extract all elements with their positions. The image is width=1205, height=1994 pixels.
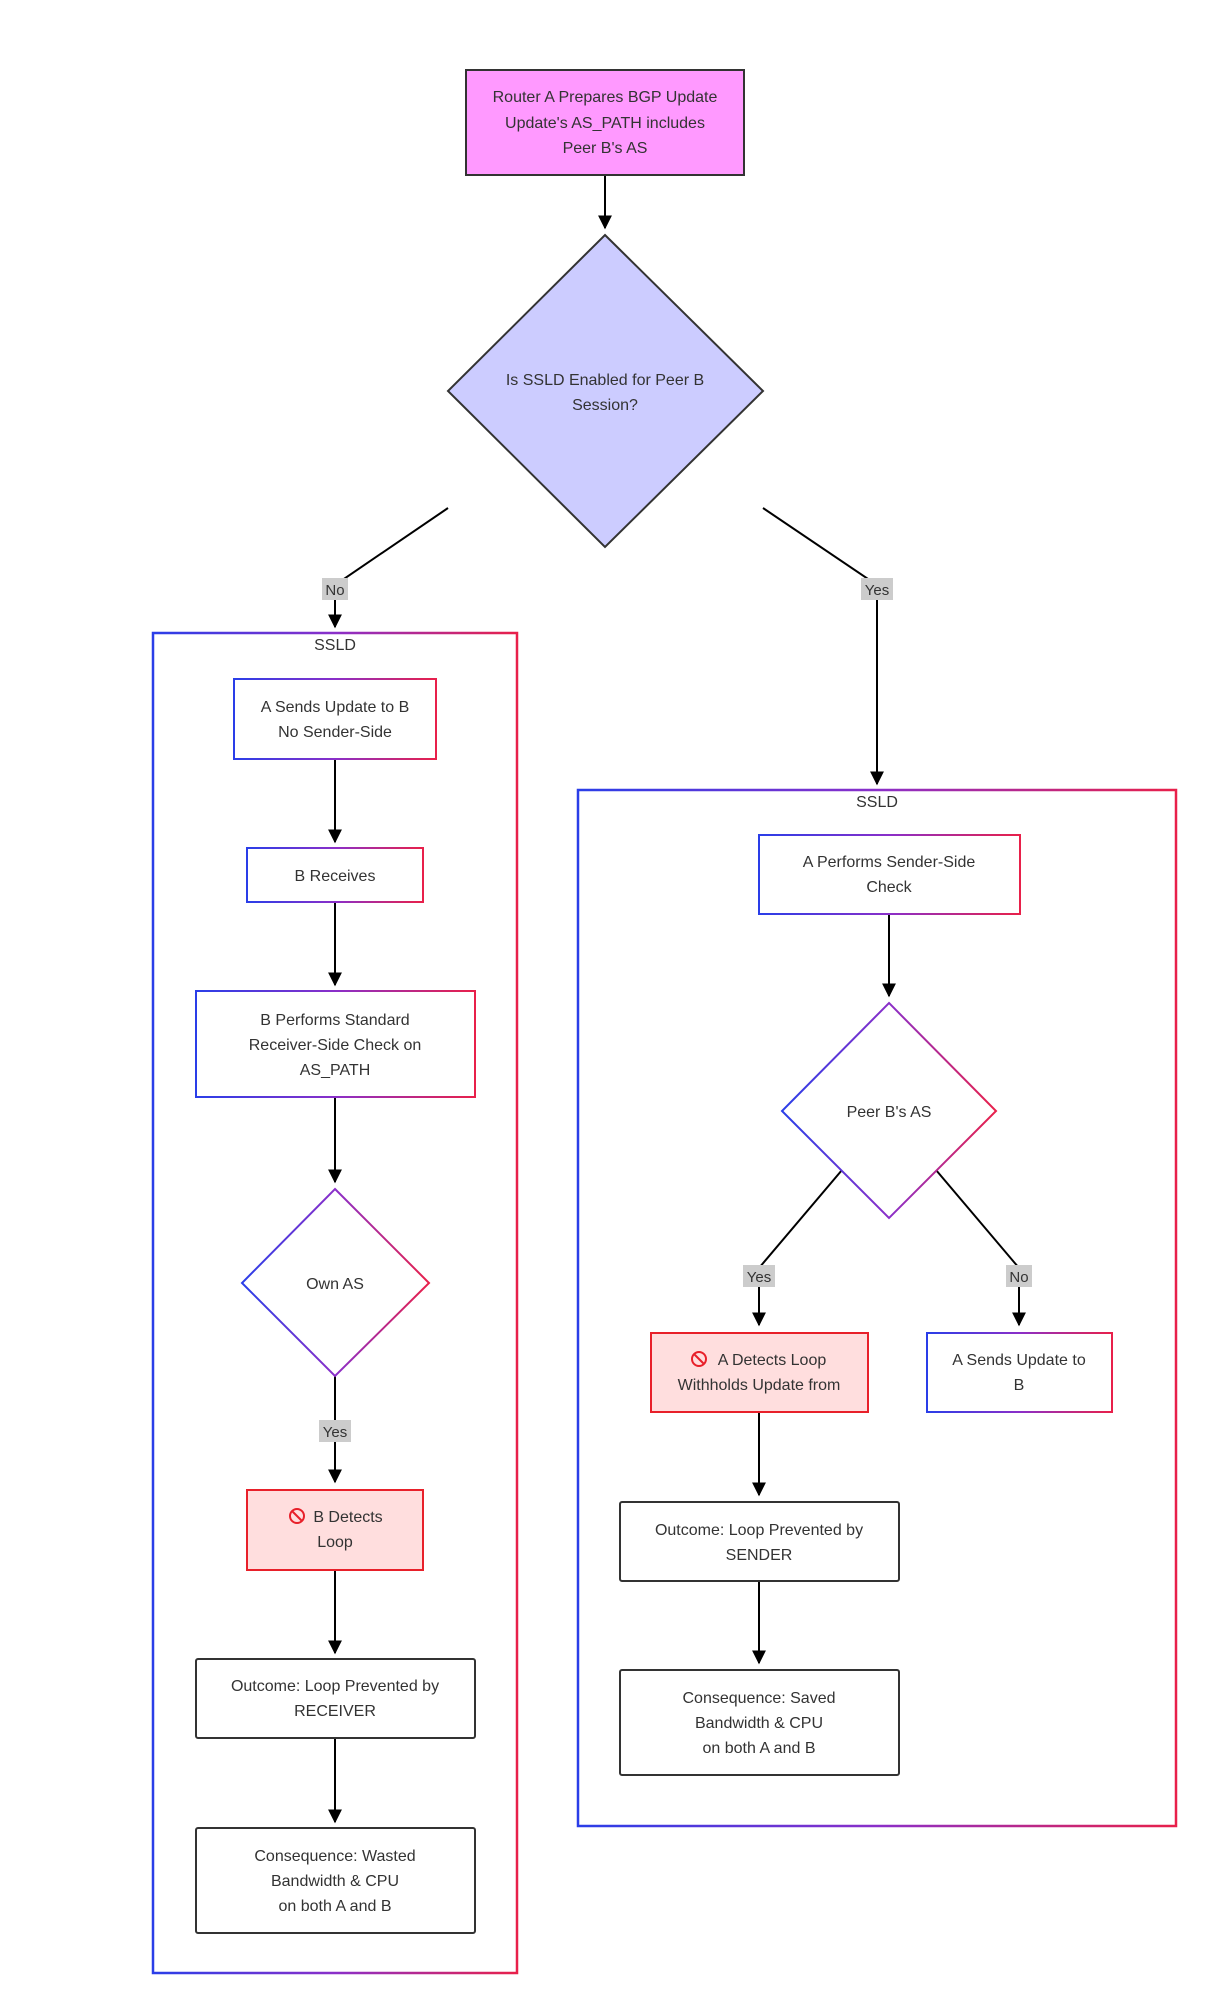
edge-label-peeras-no: No [1006, 1265, 1032, 1287]
no-entry-icon [289, 1508, 305, 1524]
svg-text:B Receives: B Receives [295, 868, 376, 885]
left-outcome-node: Outcome: Loop Prevented by RECEIVER [195, 1658, 476, 1739]
svg-text:on both A and B: on both A and B [279, 1898, 392, 1915]
left-own-as-decision: Own AS [240, 1187, 431, 1378]
svg-text:Yes: Yes [747, 1269, 771, 1286]
start-line-3: Peer B's AS [563, 140, 648, 157]
decision-main-line-2: Session? [572, 397, 638, 414]
start-line-1: Router A Prepares BGP Update [493, 89, 718, 106]
left-receive-node: B Receives [246, 847, 424, 903]
svg-text:on both A and B: on both A and B [703, 1740, 816, 1757]
right-send-node: A Sends Update to B [926, 1332, 1113, 1413]
start-node: Router A Prepares BGP Update Update's AS… [465, 69, 745, 176]
edge-label-main-no: No [322, 578, 348, 600]
svg-text:Bandwidth & CPU: Bandwidth & CPU [271, 1873, 399, 1890]
svg-text:Outcome: Loop Prevented by: Outcome: Loop Prevented by [231, 1678, 439, 1695]
svg-text:Withholds Update from: Withholds Update from [678, 1377, 841, 1394]
left-detect-node: B Detects Loop [246, 1489, 424, 1571]
left-check-node: B Performs Standard Receiver-Side Check … [195, 990, 476, 1098]
right-check-node: A Performs Sender-Side Check [758, 834, 1021, 915]
svg-text:No: No [325, 582, 344, 599]
svg-text:Bandwidth & CPU: Bandwidth & CPU [695, 1715, 823, 1732]
svg-text:No Sender-Side: No Sender-Side [278, 724, 392, 741]
edge-label-peeras-yes: Yes [743, 1265, 775, 1287]
decision-main: Is SSLD Enabled for Peer B Session? [446, 233, 765, 549]
svg-text:SENDER: SENDER [726, 1547, 793, 1564]
svg-text:Check: Check [866, 879, 912, 896]
left-consequence-node: Consequence: Wasted Bandwidth & CPU on b… [195, 1827, 476, 1934]
svg-text:Yes: Yes [865, 582, 889, 599]
edge-label-main-yes: Yes [861, 578, 893, 600]
right-consequence-node: Consequence: Saved Bandwidth & CPU on bo… [619, 1669, 900, 1776]
svg-text:B Performs Standard: B Performs Standard [260, 1012, 409, 1029]
svg-text:Own AS: Own AS [306, 1276, 364, 1293]
left-cluster: SSLD [151, 631, 519, 1975]
edge-peeras-no [935, 1169, 1026, 1327]
svg-text:Yes: Yes [323, 1424, 347, 1441]
right-cluster: SSLD [576, 788, 1178, 1828]
svg-text:A Detects Loop: A Detects Loop [718, 1352, 827, 1369]
edge-decision-no [328, 507, 449, 629]
svg-text:AS_PATH: AS_PATH [300, 1062, 371, 1079]
decision-main-line-1: Is SSLD Enabled for Peer B [506, 372, 704, 389]
left-send-node: A Sends Update to B No Sender-Side [233, 678, 437, 760]
svg-text:RECEIVER: RECEIVER [294, 1703, 376, 1720]
svg-text:Consequence: Saved: Consequence: Saved [683, 1690, 836, 1707]
edge-label-ownas-yes: Yes [319, 1420, 351, 1442]
svg-text:A Sends Update to B: A Sends Update to B [261, 699, 410, 716]
right-cluster-title: SSLD [856, 794, 898, 811]
right-outcome-node: Outcome: Loop Prevented by SENDER [619, 1501, 900, 1582]
svg-text:Consequence: Wasted: Consequence: Wasted [254, 1848, 415, 1865]
no-entry-icon [691, 1351, 707, 1367]
left-cluster-title: SSLD [314, 637, 356, 654]
svg-text:B: B [1014, 1377, 1025, 1394]
svg-text:B Detects: B Detects [313, 1509, 382, 1526]
svg-text:Outcome: Loop Prevented by: Outcome: Loop Prevented by [655, 1522, 863, 1539]
svg-text:Loop: Loop [317, 1534, 353, 1551]
svg-text:No: No [1009, 1269, 1028, 1286]
right-detect-node: A Detects Loop Withholds Update from [650, 1332, 869, 1413]
svg-text:A Performs Sender-Side: A Performs Sender-Side [803, 854, 976, 871]
svg-text:Receiver-Side Check on: Receiver-Side Check on [249, 1037, 422, 1054]
edge-decision-yes [762, 507, 884, 786]
edge-peeras-yes [752, 1169, 843, 1327]
start-line-2: Update's AS_PATH includes [505, 115, 705, 132]
right-peer-as-decision: Peer B's AS [780, 1001, 998, 1220]
svg-text:Peer B's AS: Peer B's AS [847, 1104, 932, 1121]
svg-text:A Sends Update to: A Sends Update to [952, 1352, 1086, 1369]
